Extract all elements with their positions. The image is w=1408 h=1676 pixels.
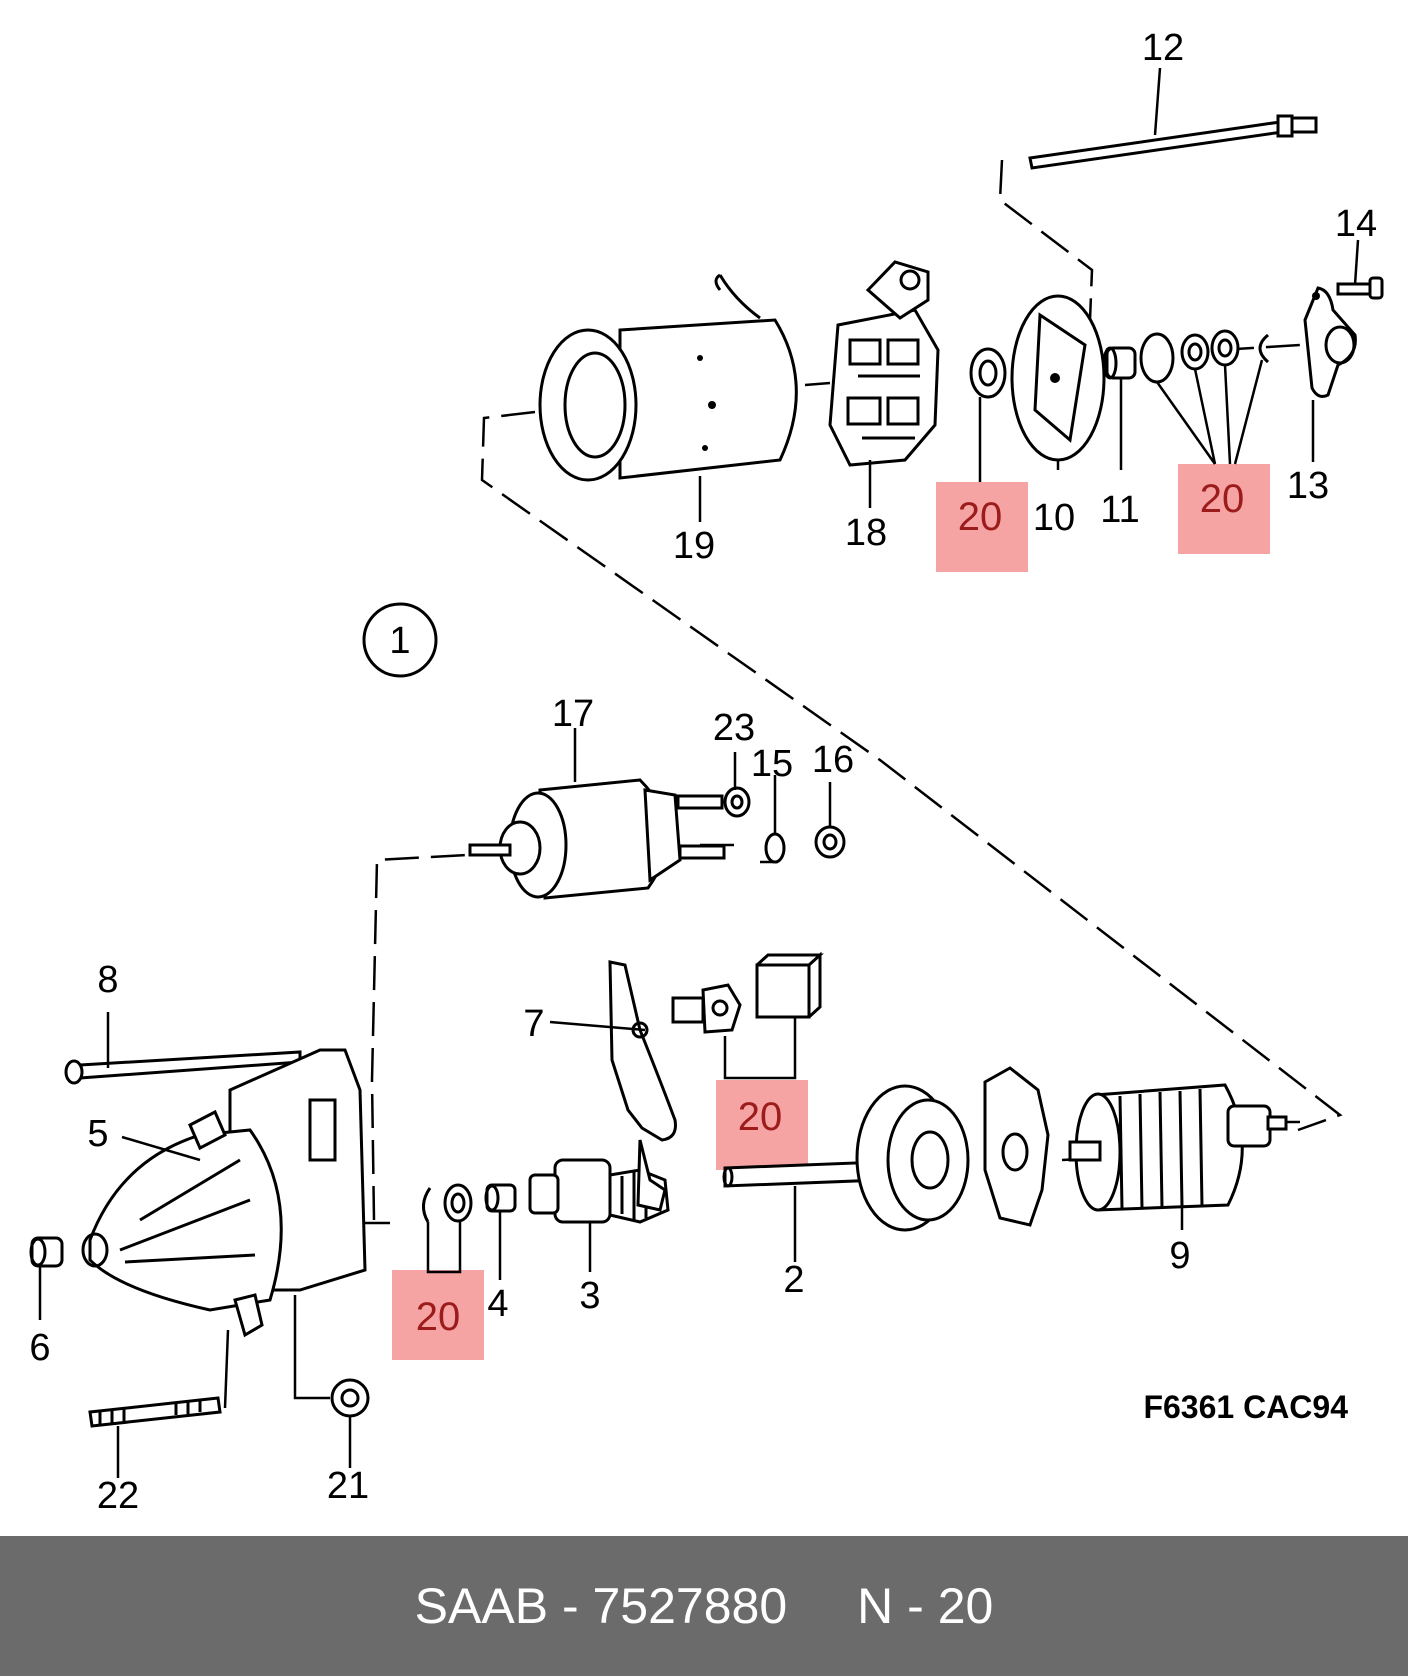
callout-17: 17 [552,693,594,735]
part-19-stator-housing[interactable] [538,273,798,482]
callout-13: 13 [1287,465,1329,507]
highlight-box-20-upper-left[interactable] [936,482,1028,572]
callout-2: 2 [783,1259,804,1301]
callout-7: 7 [523,1003,544,1045]
callout-4: 4 [487,1283,508,1325]
brand-part-number: SAAB - 7527880 [414,1578,788,1634]
callout-20-upper-left[interactable]: 20 [958,495,1003,539]
part-15-washer[interactable] [764,832,786,864]
part-20-washers-upper-right[interactable] [1139,329,1270,384]
part-11-bushing[interactable] [1102,346,1137,380]
part-20-brush-set-middle[interactable] [671,951,824,1034]
intermediate-bearing[interactable] [855,1084,970,1232]
callout-19: 19 [673,525,715,567]
part-5-drive-end-housing[interactable] [81,1048,367,1338]
item-reference: N - 20 [857,1578,994,1634]
callout-16: 16 [812,739,854,781]
part-21-bushing[interactable] [330,1378,370,1418]
callout-14: 14 [1335,203,1377,245]
callout-20-middle[interactable]: 20 [738,1095,783,1139]
part-9-armature[interactable] [1068,1083,1288,1212]
part-18-brush-holder[interactable] [828,260,940,467]
assembly-marker-1: 1 [362,602,438,678]
highlight-box-20-upper-right[interactable] [1178,464,1270,554]
callout-15: 15 [751,743,793,785]
exploded-parts-diagram: 1 [29,27,1384,1517]
leader-lines [38,67,1360,1478]
callout-20-lower[interactable]: 20 [416,1295,461,1339]
part-10-end-plate[interactable] [1010,294,1106,462]
callout-11: 11 [1100,489,1139,531]
part-17-solenoid[interactable] [468,778,726,900]
part-7-fork-lever[interactable] [608,960,677,1212]
highlight-box-20-lower[interactable] [392,1270,484,1360]
callout-21: 21 [327,1465,369,1507]
highlighted-callouts: 20 20 20 20 [416,477,1245,1339]
callout-10: 10 [1033,497,1075,539]
planetary-gear-plate[interactable] [983,1066,1050,1227]
callout-3: 3 [579,1275,600,1317]
callout-18: 18 [845,512,887,554]
part-20-rings-lower[interactable] [422,1183,473,1223]
part-13-cover-cap[interactable] [1303,286,1357,398]
part-12-through-bolt[interactable] [1028,114,1318,170]
highlight-box-20-middle[interactable] [716,1080,808,1170]
part-22-stud[interactable] [88,1396,222,1428]
callout-23: 23 [713,707,755,749]
drawing-code: F6361 CAC94 [1143,1389,1348,1425]
footer-bar: SAAB - 7527880 N - 20 [0,1536,1408,1676]
part-23-nut[interactable] [723,786,751,818]
part-6-bushing[interactable] [29,1236,64,1268]
part-4-bushing[interactable] [484,1183,517,1213]
callout-labels: 12 14 13 11 10 18 19 17 23 15 16 8 7 5 6… [29,27,1377,1517]
part-20-seal-washer-upper[interactable] [969,347,1007,399]
callout-12: 12 [1142,27,1184,69]
callout-6: 6 [29,1327,50,1369]
part-16-nut[interactable] [814,825,846,859]
callout-1: 1 [389,620,410,662]
assembly-dash-lines [299,159,1343,1225]
callout-8: 8 [97,959,118,1001]
part-14-screw[interactable] [1336,276,1384,300]
callout-20-upper-right[interactable]: 20 [1200,477,1245,521]
callout-9: 9 [1169,1235,1190,1277]
callout-22: 22 [97,1475,139,1517]
callout-5: 5 [87,1113,108,1155]
